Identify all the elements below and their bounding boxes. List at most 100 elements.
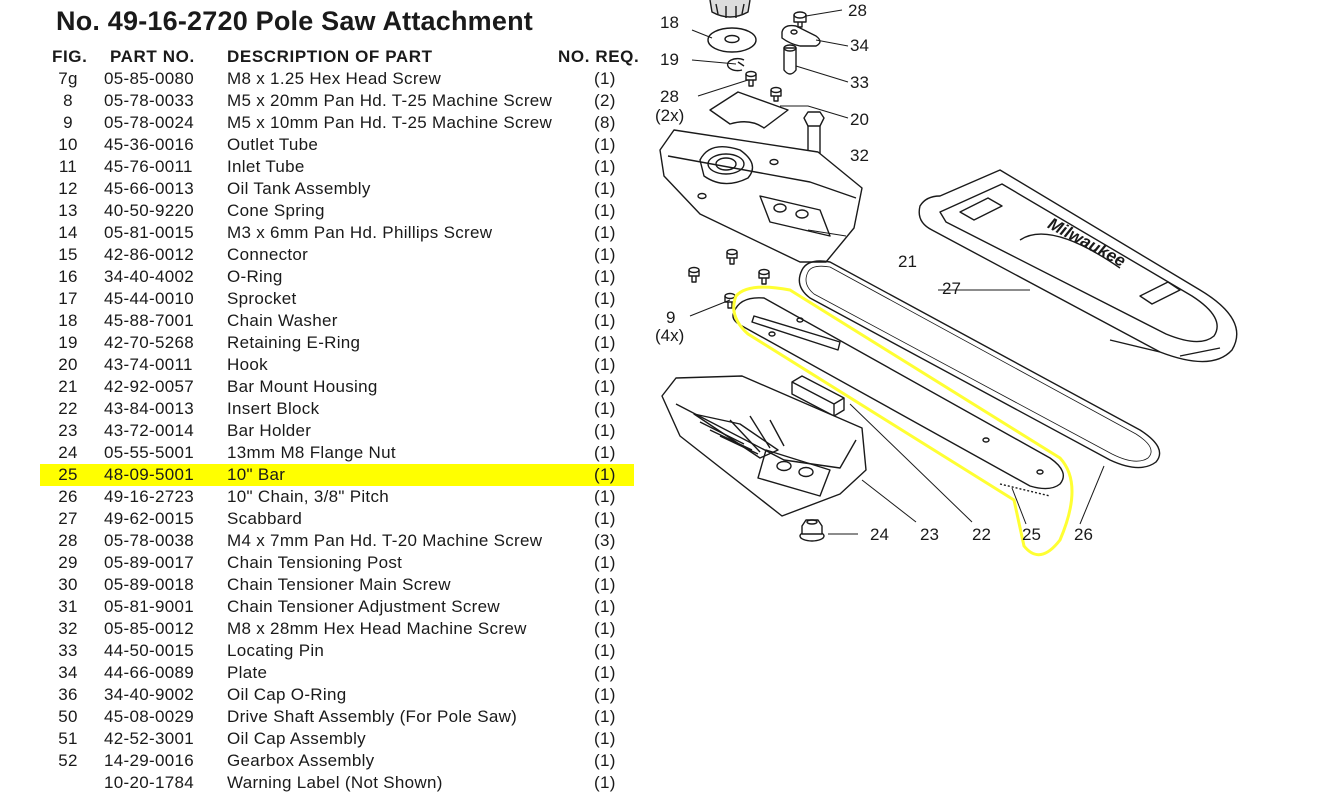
quantity-cell: (1) — [594, 641, 616, 660]
part-no-cell: 42-92-0057 — [104, 377, 194, 396]
part-no-cell: 05-81-0015 — [104, 223, 194, 242]
sprocket-part — [709, 0, 751, 18]
fig-cell: 9 — [63, 113, 73, 132]
fig-cell: 31 — [58, 597, 78, 616]
fig-cell: 15 — [58, 245, 78, 264]
plate-34-part — [781, 24, 821, 47]
part-no-cell: 05-78-0033 — [104, 91, 194, 110]
fig-cell: 27 — [58, 509, 78, 528]
callout-9: 9 — [666, 308, 675, 327]
header-no-req: NO. REQ. — [558, 47, 640, 66]
part-no-cell: 42-86-0012 — [104, 245, 194, 264]
fig-cell: 12 — [58, 179, 78, 198]
screw-28-top-part — [793, 11, 807, 28]
header-fig: FIG. — [52, 47, 88, 66]
description-cell: Chain Tensioning Post — [227, 553, 403, 572]
quantity-cell: (1) — [594, 663, 616, 682]
description-cell: M8 x 1.25 Hex Head Screw — [227, 69, 442, 88]
fig-cell: 19 — [58, 333, 78, 352]
part-no-cell: 42-70-5268 — [104, 333, 194, 352]
part-no-cell: 44-50-0015 — [104, 641, 194, 660]
fig-cell: 8 — [63, 91, 73, 110]
fig-cell: 51 — [58, 729, 78, 748]
quantity-cell: (2) — [594, 91, 616, 110]
callout-leader-lines — [689, 9, 1105, 535]
quantity-cell: (1) — [594, 509, 616, 528]
part-no-cell: 42-52-3001 — [104, 729, 194, 748]
part-no-cell: 45-76-0011 — [104, 157, 193, 176]
part-no-cell: 49-16-2723 — [104, 487, 194, 506]
description-cell: Gearbox Assembly — [227, 751, 375, 770]
quantity-cell: (1) — [594, 377, 616, 396]
callout-33: 33 — [850, 73, 869, 92]
quantity-cell: (1) — [594, 707, 616, 726]
part-no-cell: 48-09-5001 — [104, 465, 194, 484]
hook-part — [709, 91, 789, 129]
quantity-cell: (1) — [594, 597, 616, 616]
quantity-cell: (1) — [594, 135, 616, 154]
chain-part — [798, 260, 1161, 469]
callout-24: 24 — [870, 525, 889, 544]
part-no-cell: 43-84-0013 — [104, 399, 194, 418]
quantity-cell: (1) — [594, 487, 616, 506]
quantity-cell: (1) — [594, 465, 616, 484]
description-cell: Oil Cap Assembly — [227, 729, 366, 748]
screw-28-pair-part — [745, 70, 782, 102]
quantity-cell: (1) — [594, 575, 616, 594]
description-cell: Connector — [227, 245, 309, 264]
fig-cell: 26 — [58, 487, 78, 506]
fig-cell: 21 — [58, 377, 78, 396]
quantity-cell: (1) — [594, 399, 616, 418]
quantity-cell: (3) — [594, 531, 616, 550]
fig-cell: 16 — [58, 267, 78, 286]
fig-cell: 10 — [58, 135, 78, 154]
fig-cell: 50 — [58, 707, 78, 726]
part-no-cell: 05-89-0018 — [104, 575, 194, 594]
quantity-cell: (1) — [594, 773, 616, 792]
quantity-cell: (1) — [594, 157, 616, 176]
quantity-cell: (1) — [594, 729, 616, 748]
description-cell: Chain Washer — [227, 311, 338, 330]
part-no-cell: 14-29-0016 — [104, 751, 194, 770]
page-title: No. 49-16-2720 Pole Saw Attachment — [56, 6, 533, 36]
part-no-cell: 45-44-0010 — [104, 289, 194, 308]
description-cell: Locating Pin — [227, 641, 325, 660]
callout-23: 23 — [920, 525, 939, 544]
fig-cell: 32 — [58, 619, 78, 638]
callout-18: 18 — [660, 13, 679, 32]
fig-cell: 17 — [58, 289, 78, 308]
description-cell: 13mm M8 Flange Nut — [227, 443, 396, 462]
part-no-cell: 10-20-1784 — [104, 773, 194, 792]
part-no-cell: 45-08-0029 — [104, 707, 194, 726]
description-cell: Oil Tank Assembly — [227, 179, 371, 198]
description-cell: Sprocket — [227, 289, 297, 308]
description-cell: Cone Spring — [227, 201, 325, 220]
fig-cell: 28 — [58, 531, 78, 550]
fig-cell: 30 — [58, 575, 78, 594]
insert-block-part — [791, 375, 845, 417]
locating-pin-part — [783, 44, 797, 75]
callout-27: 27 — [942, 279, 961, 298]
quantity-cell: (1) — [594, 751, 616, 770]
callout-19: 19 — [660, 50, 679, 69]
part-no-cell: 43-72-0014 — [104, 421, 194, 440]
description-cell: O-Ring — [227, 267, 283, 286]
description-cell: 10" Bar — [227, 465, 286, 484]
part-no-cell: 05-78-0038 — [104, 531, 194, 550]
description-cell: Drive Shaft Assembly (For Pole Saw) — [227, 707, 518, 726]
